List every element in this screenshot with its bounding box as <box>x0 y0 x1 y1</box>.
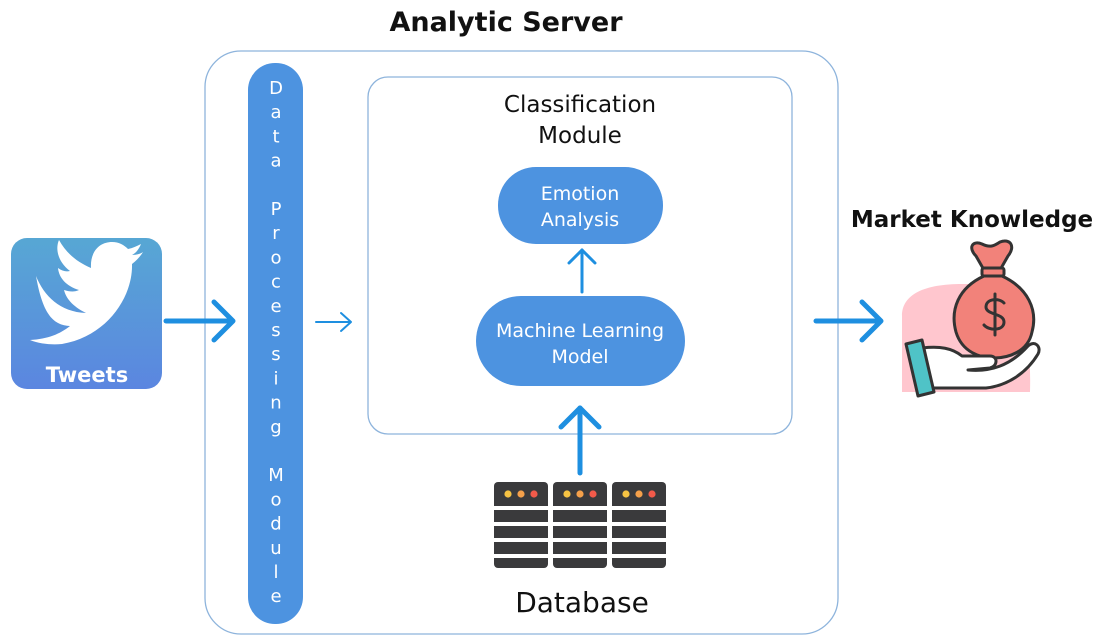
diagram-title: Analytic Server <box>389 7 623 38</box>
data-processing-letter: s <box>271 320 280 341</box>
data-processing-letter: P <box>271 199 282 220</box>
data-processing-letter: t <box>272 126 279 147</box>
data-processing-letter: d <box>270 514 281 535</box>
machine-learning-model-pill <box>476 296 685 386</box>
arrow-ml-to-emotion <box>567 248 597 294</box>
cuff <box>904 338 936 398</box>
data-processing-letter: g <box>270 417 281 438</box>
analytic-server-container <box>204 50 839 635</box>
emotion-analysis-line2: Analysis <box>541 209 619 231</box>
data-processing-letter: u <box>270 538 281 559</box>
market-knowledge-label: Market Knowledge <box>851 207 1093 233</box>
hand <box>920 342 1041 390</box>
arrow-database-to-ml <box>558 405 602 476</box>
emotion-analysis-pill <box>498 167 663 244</box>
twitter-bird-icon <box>30 240 143 345</box>
dollar-sign <box>982 292 1006 337</box>
classification-module-title-line1: Classification <box>504 92 656 118</box>
data-processing-letter: D <box>269 78 283 99</box>
bag-top <box>970 239 1014 272</box>
server-unit <box>612 482 666 568</box>
tweets-source: Tweets <box>11 238 162 389</box>
server-unit <box>553 482 607 568</box>
server-rack-icon <box>494 482 666 568</box>
classification-module-title-line2: Module <box>538 123 622 149</box>
data-processing-bar <box>248 63 303 624</box>
money-bag-in-hand-icon <box>902 239 1041 398</box>
arrow-tweets-to-processing <box>163 299 236 343</box>
data-processing-letter: s <box>271 344 280 365</box>
data-processing-letter: c <box>271 272 281 293</box>
data-processing-letter: e <box>270 586 281 607</box>
data-processing-letter: a <box>270 151 281 172</box>
data-processing-letter: l <box>273 562 278 583</box>
machine-learning-model-line1: Machine Learning <box>496 320 664 342</box>
emotion-analysis-line1: Emotion <box>541 183 620 205</box>
data-processing-letter: a <box>270 102 281 123</box>
data-processing-letter: o <box>270 247 281 268</box>
data-processing-letter: i <box>273 368 278 389</box>
machine-learning-model-node: Machine Learning Model <box>476 296 685 386</box>
data-processing-letter: e <box>270 296 281 317</box>
tweets-label: Tweets <box>46 363 128 387</box>
server-unit <box>494 482 548 568</box>
emotion-analysis-node: Emotion Analysis <box>498 167 663 244</box>
data-processing-letter: r <box>272 223 280 244</box>
data-processing-letter: o <box>270 489 281 510</box>
data-processing-letter: M <box>268 465 284 486</box>
arrow-processing-to-classification <box>315 312 352 332</box>
data-processing-letter: n <box>270 393 281 414</box>
arrow-server-to-market <box>813 299 884 343</box>
database-label: Database <box>515 586 649 619</box>
machine-learning-model-line2: Model <box>551 346 608 368</box>
